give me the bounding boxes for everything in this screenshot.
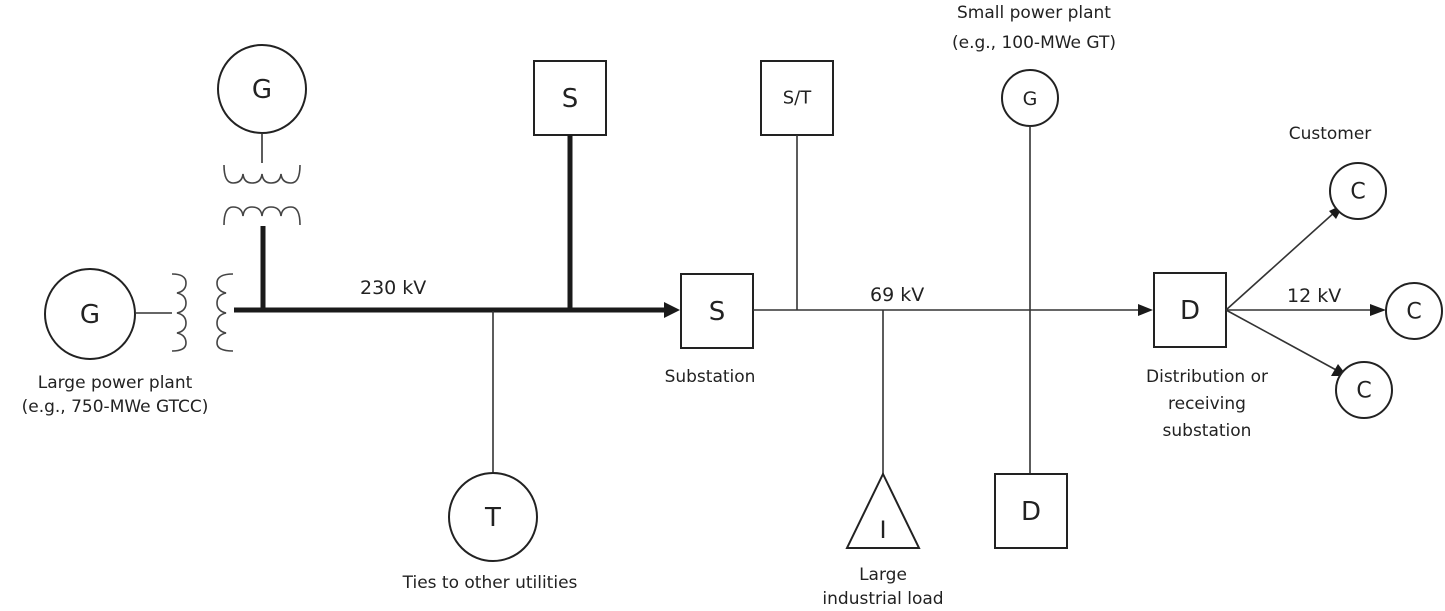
main-substation: S Substation xyxy=(665,273,756,387)
customer-middle-symbol: C xyxy=(1406,300,1421,325)
feeder-line-upper xyxy=(1225,210,1337,311)
step-up-transformer-icon xyxy=(171,273,234,352)
arrow-middle-icon xyxy=(1370,304,1386,316)
arrow-to-substation-icon xyxy=(664,302,680,318)
industrial-load-triangle-icon xyxy=(845,471,921,549)
customer-lower-symbol: C xyxy=(1356,379,1371,404)
substation-label: Substation xyxy=(665,367,756,387)
top-transformer-icon xyxy=(223,164,301,226)
small-plant-sublabel: (e.g., 100-MWe GT) xyxy=(952,33,1116,53)
large-generator-symbol: G xyxy=(80,300,100,330)
subtransmission-bus-69kv: 69 kV xyxy=(753,284,1153,316)
sub-transmission-station: S/T xyxy=(760,60,834,310)
small-plant-label: Small power plant xyxy=(957,3,1111,23)
voltage-label-230kv: 230 kV xyxy=(360,277,426,299)
distribution-label: Distribution or xyxy=(1146,367,1268,387)
tie-icon xyxy=(448,472,538,562)
sub-transmission-symbol: S/T xyxy=(783,88,812,109)
customer-upper-symbol: C xyxy=(1350,180,1365,205)
substation-box-icon xyxy=(680,273,754,349)
large-generator-icon xyxy=(44,268,136,360)
small-power-plant: Small power plant (e.g., 100-MWe GT) G xyxy=(952,3,1116,474)
tie-to-utilities: T Ties to other utilities xyxy=(402,311,578,593)
top-generator-symbol: G xyxy=(252,75,272,105)
distribution-sublabel-2: substation xyxy=(1163,421,1252,441)
lower-distribution-box-icon xyxy=(994,473,1068,549)
tie-label: Ties to other utilities xyxy=(402,573,578,593)
customer-lower-icon xyxy=(1335,361,1393,419)
customer-middle-icon xyxy=(1385,282,1443,340)
top-substation-symbol: S xyxy=(562,84,579,114)
lower-distribution-substation: D xyxy=(994,473,1068,549)
voltage-label-69kv: 69 kV xyxy=(870,284,924,306)
lower-distribution-symbol: D xyxy=(1021,497,1041,527)
distribution-symbol: D xyxy=(1180,296,1200,326)
small-generator-symbol: G xyxy=(1023,88,1038,110)
industrial-load-sublabel: industrial load xyxy=(822,589,943,609)
large-plant-label: Large power plant xyxy=(38,373,193,393)
industrial-load-label: Large xyxy=(859,565,907,585)
transmission-bus-230kv: 230 kV xyxy=(234,277,680,318)
top-substation-box-icon xyxy=(533,60,607,136)
distribution-feeders-12kv: 12 kV Customer C C C xyxy=(1225,124,1443,419)
voltage-label-12kv: 12 kV xyxy=(1287,285,1341,307)
feeder-line-lower xyxy=(1225,309,1339,372)
tie-symbol: T xyxy=(484,503,501,533)
customer-upper-icon xyxy=(1329,162,1387,220)
large-power-plant: G Large power plant (e.g., 750-MWe GTCC) xyxy=(22,268,234,417)
customer-header-label: Customer xyxy=(1289,124,1372,144)
large-plant-sublabel: (e.g., 750-MWe GTCC) xyxy=(22,397,209,417)
top-substation: S xyxy=(533,60,607,311)
distribution-sublabel-1: receiving xyxy=(1168,394,1246,414)
industrial-load: I Large industrial load xyxy=(822,310,944,609)
substation-symbol: S xyxy=(709,297,726,327)
top-generator-group: G xyxy=(217,44,307,311)
industrial-load-symbol: I xyxy=(879,516,886,544)
arrow-to-distribution-icon xyxy=(1138,304,1153,316)
distribution-substation: D Distribution or receiving substation xyxy=(1146,272,1268,441)
